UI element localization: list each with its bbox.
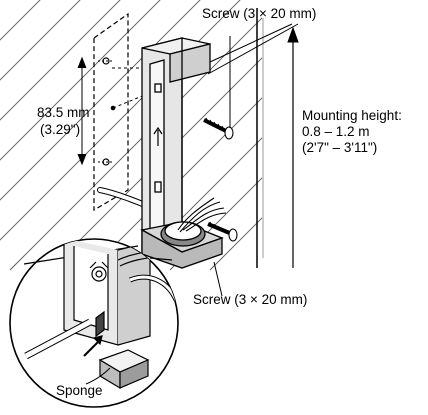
screw-bottom-leader <box>213 261 223 297</box>
hole-dimension <box>77 56 153 166</box>
magnified-detail <box>24 239 178 390</box>
sponge-label: Sponge <box>56 383 103 398</box>
top-screw <box>203 117 234 140</box>
hole-spacing-mm-label: 83.5 mm <box>37 105 90 120</box>
wire-bundle <box>177 197 227 233</box>
magnify-connector-2 <box>149 257 173 261</box>
hole-spacing-in-label: (3.29") <box>40 122 81 137</box>
wall-bracket <box>140 37 224 269</box>
screw-top-leader-2 <box>207 23 299 75</box>
mounting-height-metric: 0.8 – 1.2 m <box>302 124 370 139</box>
base-outline-dashed <box>93 12 129 212</box>
mounting-height-label: Mounting height: <box>302 108 402 123</box>
mounting-height-arrow <box>287 26 299 268</box>
screw-bottom-label: Screw (3 × 20 mm) <box>193 292 308 307</box>
screw-top-label: Screw (3 × 20 mm) <box>202 6 317 21</box>
mounting-height-imperial: (2'7" – 3'11") <box>302 140 378 155</box>
bottom-screw <box>207 221 238 242</box>
screw-top-leader <box>209 23 293 63</box>
